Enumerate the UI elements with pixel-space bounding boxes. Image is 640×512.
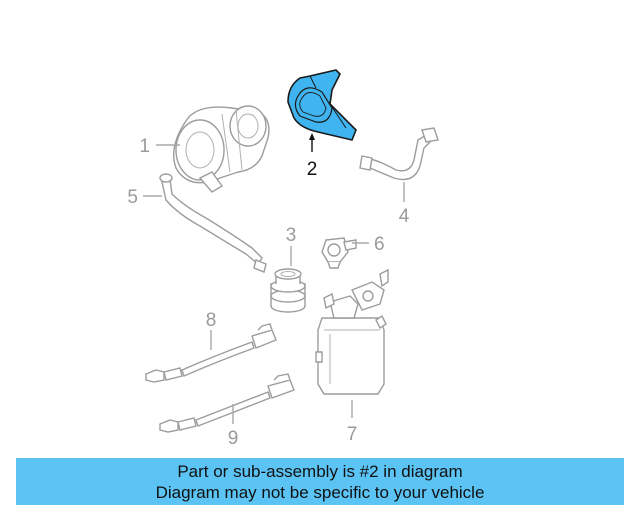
callout-5[interactable]: 5	[127, 187, 138, 208]
parts-diagram: 1 2 3 4 5 6 7 8 9	[127, 69, 439, 449]
part-5-hose[interactable]	[159, 173, 267, 273]
callout-6[interactable]: 6	[374, 234, 385, 255]
banner-line-2: Diagram may not be specific to your vehi…	[155, 482, 485, 502]
part-8-sensor[interactable]	[145, 323, 277, 383]
banner-line-1: Part or sub-assembly is #2 in diagram	[177, 461, 463, 481]
part-6-valve[interactable]	[321, 237, 357, 269]
callout-2[interactable]: 2	[307, 159, 318, 180]
callout-8[interactable]: 8	[206, 310, 217, 331]
leader-lines	[143, 133, 405, 424]
callout-4[interactable]: 4	[399, 206, 410, 227]
part-3-coupling[interactable]	[270, 268, 306, 313]
callout-3[interactable]: 3	[286, 225, 297, 246]
part-1-air-pump[interactable]	[173, 105, 270, 193]
callout-7[interactable]: 7	[347, 424, 358, 445]
callout-labels: 1 2 3 4 5 6 7 8 9	[127, 136, 409, 449]
part-7-canister[interactable]	[315, 268, 389, 395]
part-2-bracket[interactable]	[287, 69, 357, 141]
callout-1[interactable]: 1	[139, 136, 150, 157]
callout-9[interactable]: 9	[228, 428, 239, 449]
part-9-sensor[interactable]	[159, 373, 295, 433]
part-4-hose[interactable]	[359, 127, 439, 181]
info-banner: Part or sub-assembly is #2 in diagram Di…	[16, 458, 624, 505]
